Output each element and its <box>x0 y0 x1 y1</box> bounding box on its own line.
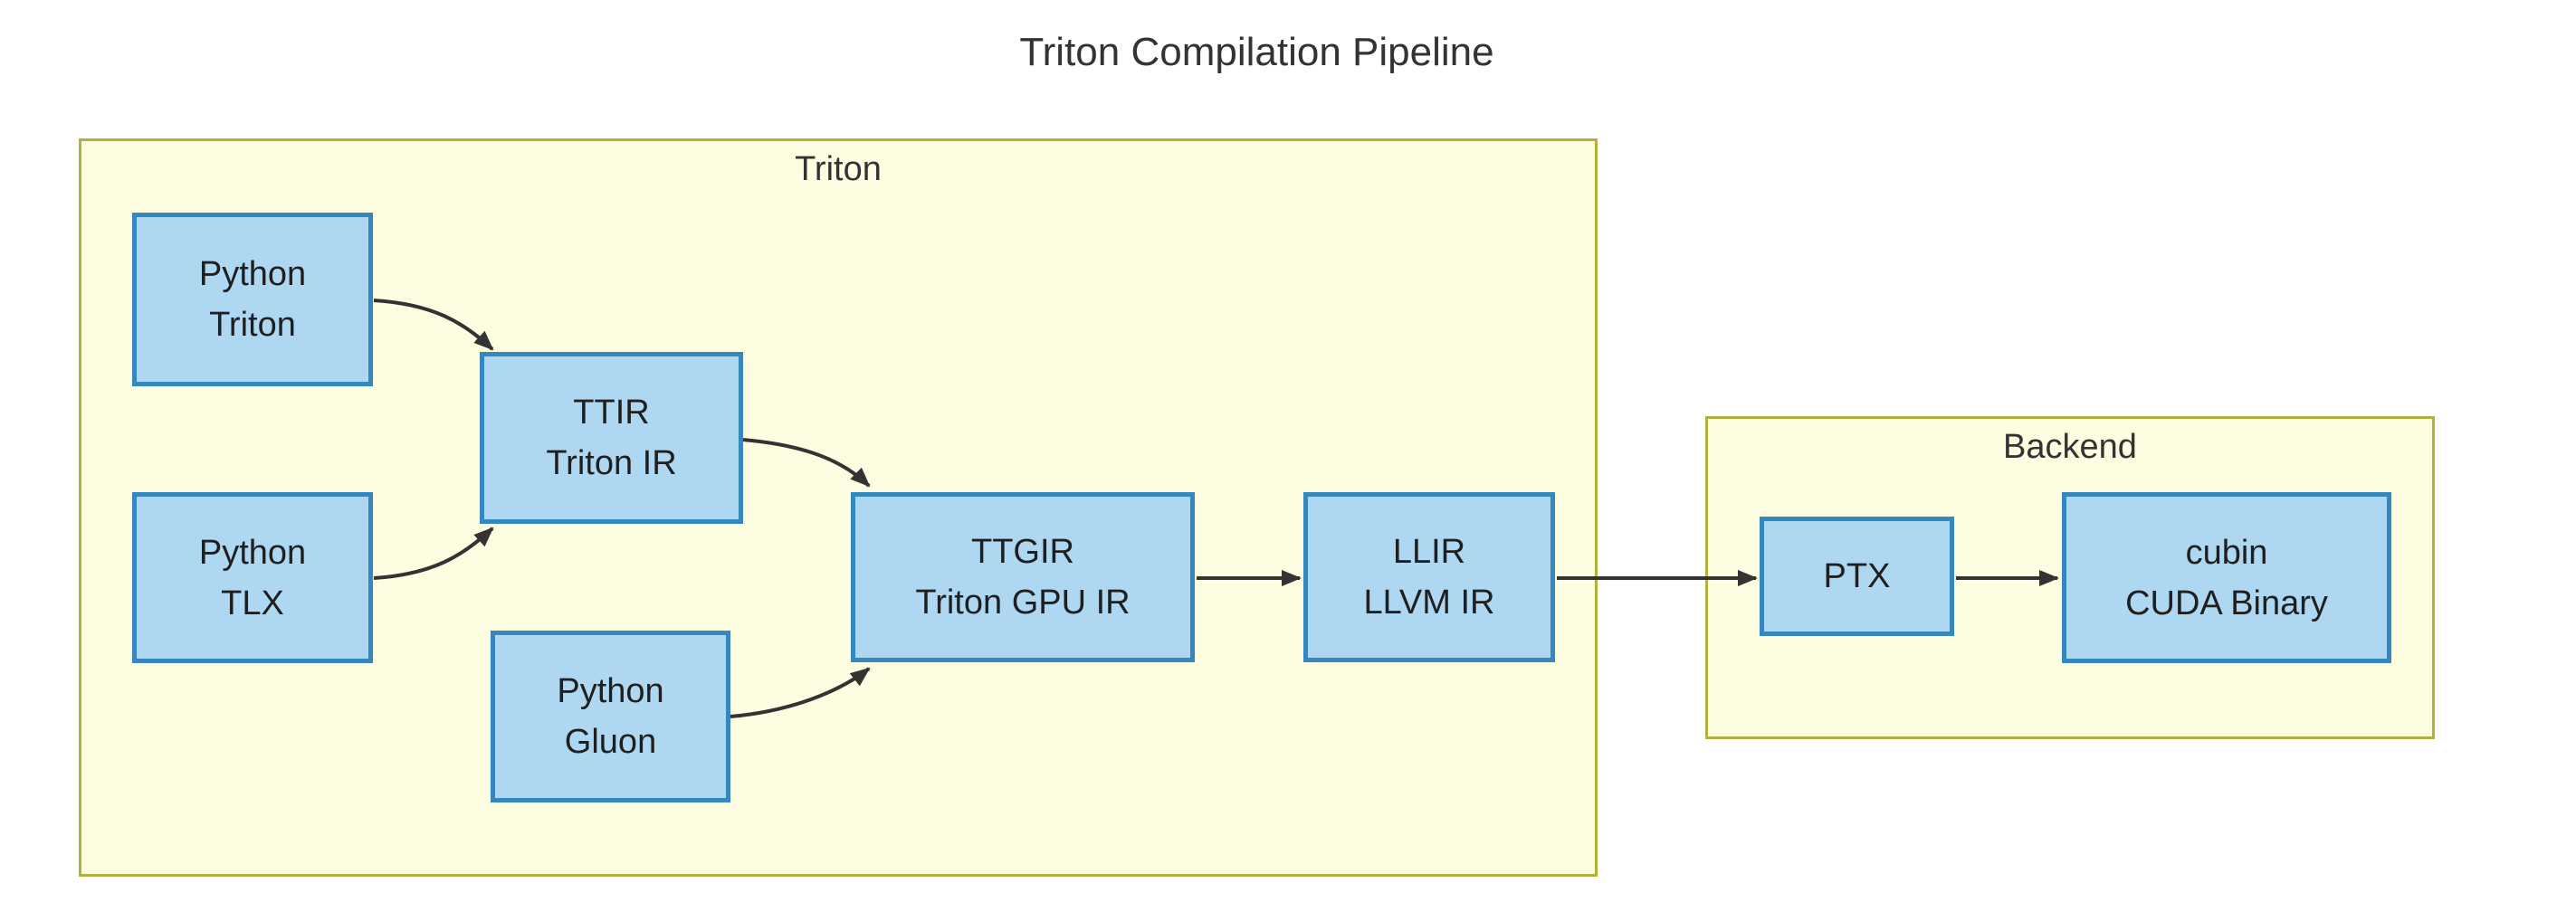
node-python-triton-line1: Python <box>198 255 307 293</box>
node-python-tlx: Python TLX <box>132 492 373 663</box>
node-llir-line1: LLIR <box>1392 533 1466 571</box>
node-python-tlx-line2: TLX <box>221 584 284 622</box>
node-ptx: PTX <box>1760 517 1954 636</box>
node-cubin-line1: cubin <box>2185 533 2268 572</box>
node-python-gluon: Python Gluon <box>491 631 730 802</box>
node-cubin-line2: CUDA Binary <box>2125 584 2328 622</box>
cluster-triton-label: Triton <box>795 150 882 188</box>
node-cubin: cubin CUDA Binary <box>2062 492 2391 663</box>
node-ttir: TTIR Triton IR <box>480 352 743 524</box>
node-llir: LLIR LLVM IR <box>1303 492 1555 662</box>
node-python-tlx-line1: Python <box>198 533 307 572</box>
node-ttgir: TTGIR Triton GPU IR <box>851 492 1195 662</box>
node-ttgir-line1: TTGIR <box>971 533 1074 571</box>
node-python-triton-line2: Triton <box>209 306 296 344</box>
node-python-gluon-line2: Gluon <box>564 723 657 761</box>
node-ttir-line2: Triton IR <box>546 444 677 482</box>
node-python-gluon-line1: Python <box>557 672 664 710</box>
node-ttir-line1: TTIR <box>573 394 650 432</box>
node-ttgir-line2: Triton GPU IR <box>915 584 1131 622</box>
node-python-triton: Python Triton <box>132 213 373 386</box>
cluster-backend-label: Backend <box>2003 428 2137 466</box>
node-ptx-line1: PTX <box>1823 557 1891 595</box>
diagram-title: Triton Compilation Pipeline <box>1019 30 1494 74</box>
node-llir-line2: LLVM IR <box>1363 584 1495 622</box>
